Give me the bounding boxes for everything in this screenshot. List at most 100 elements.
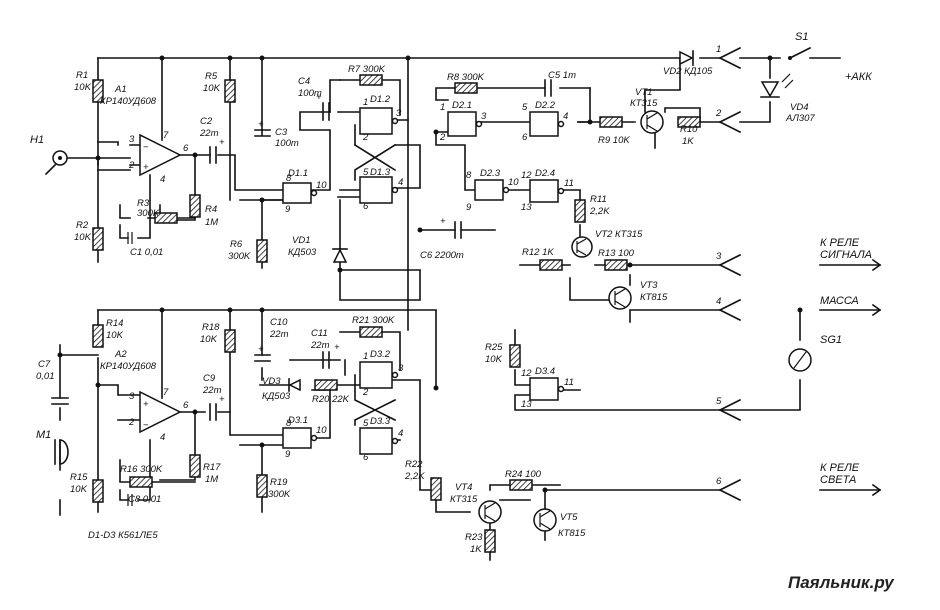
svg-text:1: 1 xyxy=(363,351,368,362)
junctions xyxy=(57,55,803,493)
label-r24: R24 100 xyxy=(505,469,542,480)
connector-4: 4 xyxy=(716,296,742,322)
label-d3-4: D3.4 xyxy=(535,366,555,377)
mic-m1 xyxy=(54,439,69,465)
label-r13: R13 100 xyxy=(598,248,635,259)
resistor-r25 xyxy=(509,344,521,368)
misc-components xyxy=(44,46,812,465)
label-vt4: VT4 xyxy=(455,482,472,493)
label-vt1: VT1 xyxy=(635,87,652,98)
label-r8: R8 300K xyxy=(447,72,485,83)
label-r19-value: 300K xyxy=(268,489,291,500)
svg-text:+: + xyxy=(143,399,149,410)
label-r17: R17 xyxy=(203,462,221,473)
svg-text:3: 3 xyxy=(129,134,135,145)
label-c8: C8 0,01 xyxy=(128,494,161,505)
svg-text:+: + xyxy=(440,216,446,227)
svg-text:9: 9 xyxy=(285,449,291,460)
label-r21: R21 300K xyxy=(352,315,395,326)
capacitor-c6: + xyxy=(440,216,462,239)
svg-text:3: 3 xyxy=(129,391,135,402)
connector-3: 3 xyxy=(716,251,742,277)
svg-text:+: + xyxy=(219,394,225,405)
diode-vd3 xyxy=(288,378,301,392)
svg-text:1: 1 xyxy=(440,102,445,113)
label-vt3-type: КТ815 xyxy=(640,292,668,303)
svg-text:7: 7 xyxy=(163,387,169,398)
label-r15: R15 xyxy=(70,472,88,483)
label-c7-value: 0,01 xyxy=(36,371,55,382)
transistor-vt5 xyxy=(533,508,557,532)
svg-text:2: 2 xyxy=(128,160,135,171)
transistors xyxy=(478,110,664,532)
label-d1-3: D1.3 xyxy=(370,167,391,178)
svg-text:6: 6 xyxy=(363,201,369,212)
label-vd1-type: КД503 xyxy=(288,247,317,258)
gate-d2-4 xyxy=(529,179,559,203)
label-r7: R7 300K xyxy=(348,64,386,75)
svg-text:8: 8 xyxy=(466,170,472,181)
label-akk: +АКК xyxy=(845,71,872,83)
svg-text:2: 2 xyxy=(715,108,722,119)
label-r9: R9 10K xyxy=(598,135,630,146)
resistor-r19 xyxy=(256,474,268,498)
label-d3-2: D3.2 xyxy=(370,349,391,360)
svg-text:5: 5 xyxy=(363,418,369,429)
connector-1: 1 xyxy=(716,44,742,70)
label-d2-3: D2.3 xyxy=(480,168,501,179)
svg-text:13: 13 xyxy=(521,202,532,213)
label-rele-light-1: К РЕЛЕ xyxy=(820,462,860,474)
svg-text:3: 3 xyxy=(716,251,722,262)
capacitor-c2: + xyxy=(209,137,225,164)
resistor-r15 xyxy=(92,479,104,503)
label-chips-note: D1-D3 К561ЛЕ5 xyxy=(88,530,158,541)
svg-text:−: − xyxy=(143,420,149,431)
gate-d3-4 xyxy=(529,377,559,401)
svg-text:13: 13 xyxy=(521,399,532,410)
label-r25-value: 10K xyxy=(485,354,503,365)
svg-text:3: 3 xyxy=(396,108,402,119)
label-d2-4: D2.4 xyxy=(535,168,555,179)
opamp-a2 xyxy=(139,390,182,434)
svg-text:5: 5 xyxy=(363,167,369,178)
capacitor-c5 xyxy=(544,79,552,97)
svg-text:1: 1 xyxy=(716,44,721,55)
label-r10: R10 xyxy=(680,124,698,135)
label-d2-1: D2.1 xyxy=(452,100,472,111)
capacitor-c10: + xyxy=(254,344,271,362)
svg-text:6: 6 xyxy=(183,400,189,411)
label-a2: A2 xyxy=(114,349,127,360)
svg-text:7: 7 xyxy=(163,130,169,141)
label-vd1: VD1 xyxy=(292,235,310,246)
label-c10: C10 xyxy=(270,317,288,328)
svg-text:4: 4 xyxy=(563,111,568,122)
capacitor-c7 xyxy=(51,397,69,405)
resistor-r1 xyxy=(92,79,104,103)
label-c7: C7 xyxy=(38,359,51,370)
label-r1: R1 xyxy=(76,70,88,81)
label-m1: M1 xyxy=(36,429,51,441)
label-r11: R11 xyxy=(590,194,607,205)
label-c4-value: 100m xyxy=(298,88,322,99)
resistor-r12 xyxy=(539,259,563,271)
resistor-r3 xyxy=(154,212,178,224)
led-vd4 xyxy=(760,73,794,98)
label-rele-light-2: СВЕТА xyxy=(820,474,856,486)
diode-vd2 xyxy=(679,50,694,66)
svg-text:4: 4 xyxy=(716,296,721,307)
label-r17-value: 1M xyxy=(205,474,218,485)
label-d1-2: D1.2 xyxy=(370,94,391,105)
label-r5: R5 xyxy=(205,71,218,82)
transistor-vt2 xyxy=(571,236,593,258)
label-c5: C5 1m xyxy=(548,70,576,81)
svg-text:+: + xyxy=(219,137,225,148)
label-r22: R22 xyxy=(405,459,423,470)
svg-text:2: 2 xyxy=(362,132,369,143)
label-c2-value: 22m xyxy=(199,128,219,139)
svg-text:4: 4 xyxy=(160,432,165,443)
label-rele-signal-2: СИГНАЛА xyxy=(820,249,872,261)
label-r22-value: 2,2K xyxy=(404,471,425,482)
capacitor-c9: + xyxy=(209,394,225,421)
